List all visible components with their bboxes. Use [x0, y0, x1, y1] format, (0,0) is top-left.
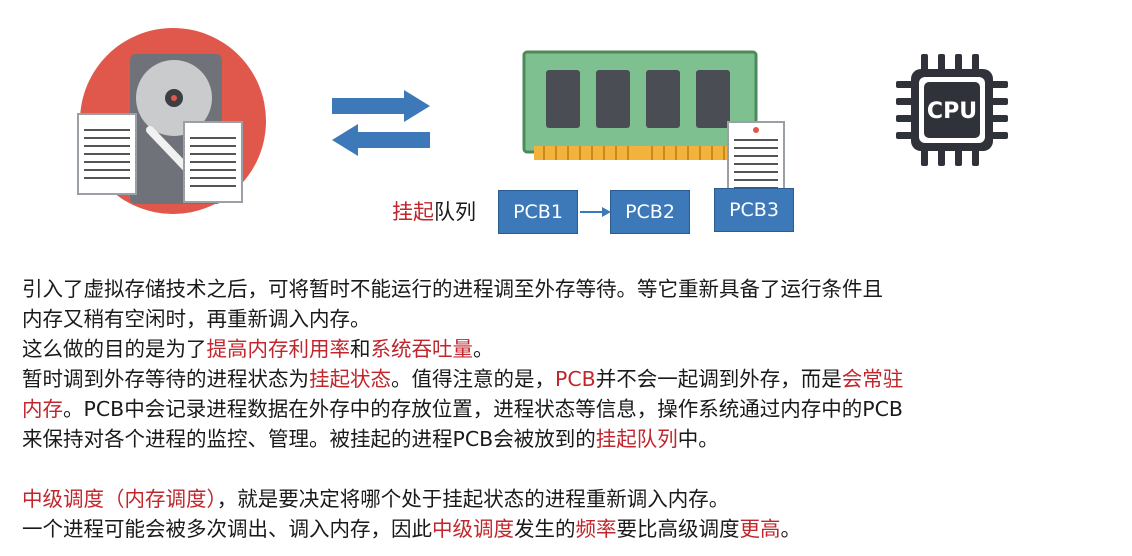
paragraph-line-4: 暂时调到外存等待的进程状态为挂起状态。值得注意的是，PCB并不会一起调到外存，而… [22, 367, 904, 391]
memory-chips [546, 70, 730, 128]
pcb-box-3: PCB3 [714, 188, 794, 232]
paragraph-line-1: 引入了虚拟存储技术之后，可将暂时不能运行的进程调至外存等待。等它重新具备了运行条… [22, 277, 883, 301]
cpu-label: CPU [927, 99, 977, 124]
suspend-queue-label: 挂起队列 [392, 198, 476, 226]
cpu-chip-icon: CPU [896, 54, 1008, 166]
paragraph-line-2: 内存又稍有空闲时，再重新调入内存。 [22, 307, 371, 331]
document-left-icon [77, 113, 137, 195]
paragraph-line-6: 来保持对各个进程的监控、管理。被挂起的进程PCB会被放到的挂起队列中。 [22, 427, 719, 451]
paragraph-line-3: 这么做的目的是为了提高内存利用率和系统吞吐量。 [22, 337, 494, 361]
disk-hub-dot [171, 95, 177, 101]
document-right-icon [183, 121, 243, 203]
queue-arrow-icon [580, 207, 611, 217]
queue-label-highlight: 挂起 [392, 200, 434, 224]
paragraph-line-7: 中级调度（内存调度），就是要决定将哪个处于挂起状态的进程重新调入内存。 [22, 487, 730, 511]
paragraph-line-5: 内存。PCB中会记录进程数据在外存中的存放位置，进程状态等信息，操作系统通过内存… [22, 397, 903, 421]
pcb-box-1: PCB1 [498, 190, 578, 234]
queue-label-text: 队列 [434, 200, 476, 224]
pcb-box-2: PCB2 [610, 190, 690, 234]
scheduling-text: 中级调度（内存调度），就是要决定将哪个处于挂起状态的进程重新调入内存。 一个进程… [22, 484, 801, 544]
memory-contacts [534, 146, 746, 160]
paragraph-line-8: 一个进程可能会被多次调出、调入内存，因此中级调度发生的频率要比高级调度更高。 [22, 517, 801, 541]
explanation-text: 引入了虚拟存储技术之后，可将暂时不能运行的进程调至外存等待。等它重新具备了运行条… [22, 274, 903, 454]
arrow-right-icon [332, 90, 430, 122]
arrow-left-icon [332, 124, 430, 156]
hard-disk-illustration [77, 28, 266, 214]
swap-arrows-icon [332, 90, 430, 156]
memory-module-illustration [522, 50, 758, 160]
